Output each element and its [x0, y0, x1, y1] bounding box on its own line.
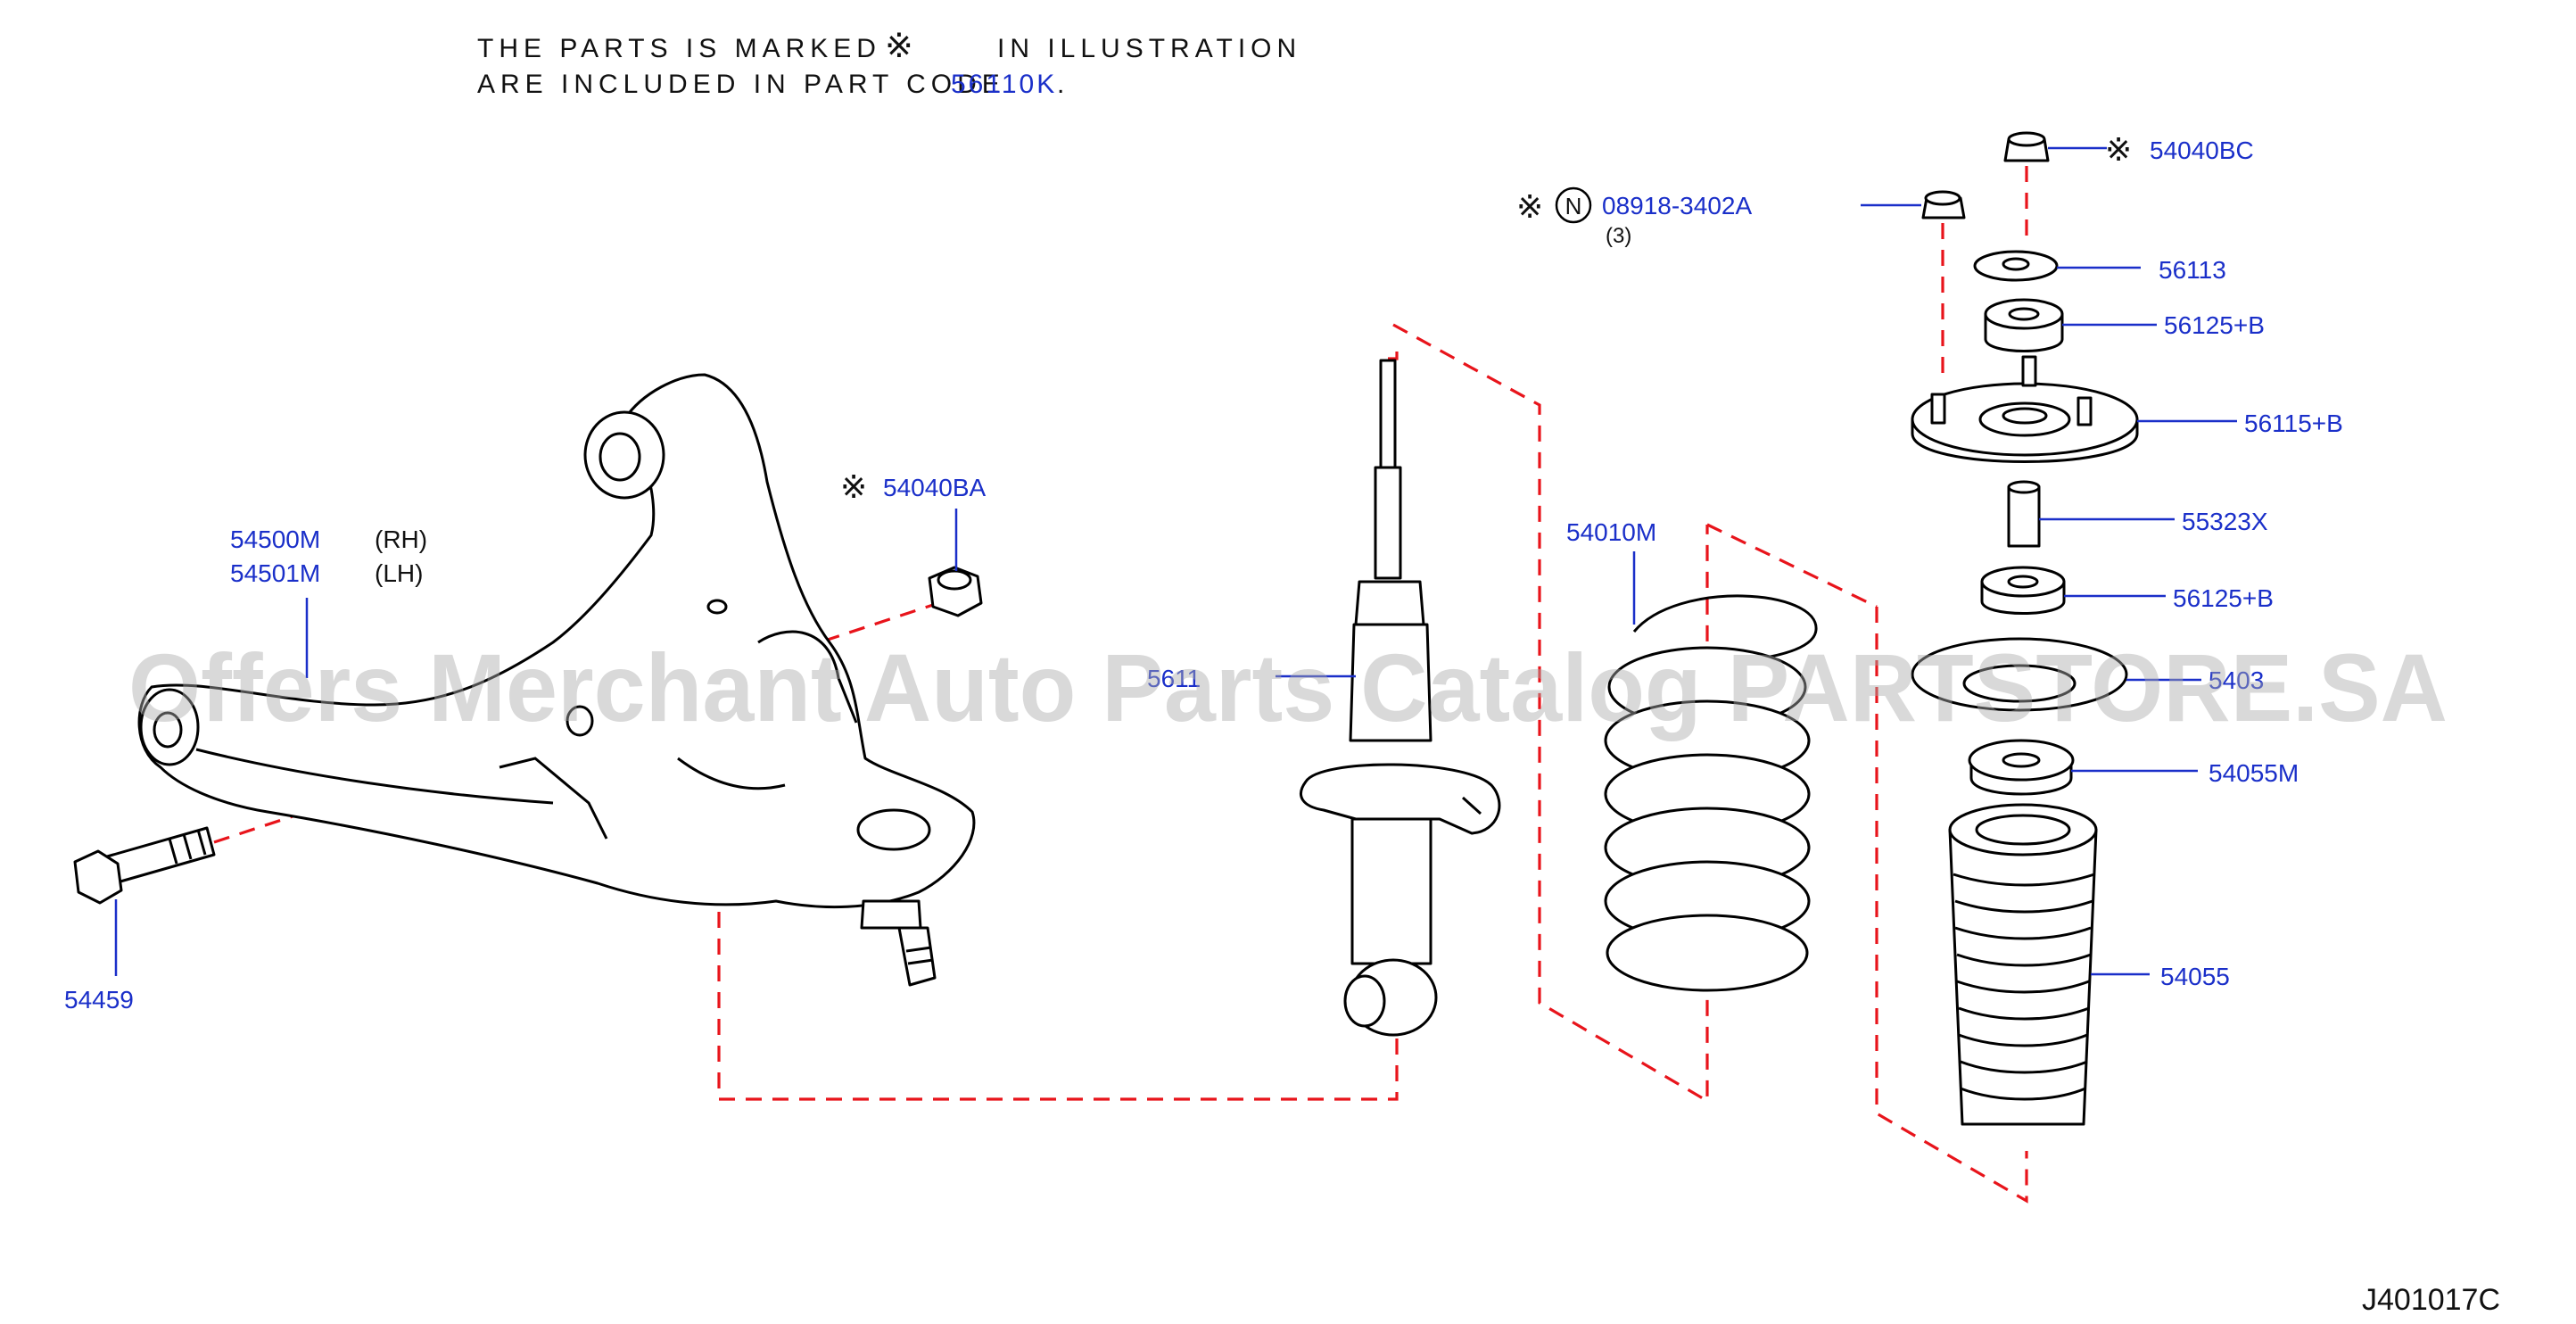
part-link-08918-3402A[interactable]: 08918-3402A	[1602, 192, 1752, 219]
nut-54040BA[interactable]	[928, 566, 983, 617]
dust-boot-body	[1948, 828, 2098, 1126]
control-arm-small-hole	[706, 599, 728, 615]
dust-boot-54055[interactable]	[1948, 803, 2098, 1126]
coil-spring[interactable]	[1604, 594, 1818, 992]
header-note: THE PARTS IS MARKED ※ IN ILLUSTRATION AR…	[477, 28, 1301, 99]
sleeve-55323X[interactable]	[2007, 480, 2041, 548]
ball-joint-stud	[897, 926, 937, 987]
insulator-inner	[1962, 664, 2076, 703]
dust-boot-pleats	[1953, 873, 2095, 1101]
bolt-thread	[168, 829, 207, 865]
shock-absorber[interactable]	[1300, 359, 1501, 1037]
washer-56113-hole	[2002, 257, 2030, 271]
bump-stop-hole	[2002, 752, 2041, 768]
bushing-top-hole	[2008, 307, 2040, 321]
part-link-54501M[interactable]: 54501M	[230, 559, 320, 587]
control-arm-rib-4	[677, 757, 786, 790]
dash-strut-top	[1388, 350, 1399, 360]
control-arm-rear-bushing-hole	[599, 432, 641, 482]
part-link-54040BC[interactable]: 54040BC	[2150, 137, 2254, 164]
ball-joint-cup	[856, 808, 931, 851]
bushing-56125B-top[interactable]	[1984, 298, 2064, 352]
part-link-56113[interactable]: 56113	[2159, 256, 2226, 284]
leader-lines	[114, 146, 2237, 976]
header-part-code-link[interactable]: 56110K	[951, 70, 1057, 99]
header-line2-start: ARE INCLUDED IN PART CODE	[477, 70, 1005, 99]
side-54500M: (RH)	[375, 525, 427, 553]
header-line2-period: .	[1057, 70, 1069, 99]
part-link-5403x[interactable]: 5403	[2209, 666, 2264, 694]
bushing-bottom-hole	[2007, 575, 2039, 589]
spring-coil-6	[1606, 914, 1809, 992]
watermark-text: Offers Merchant Auto Parts Catalog PARTS…	[128, 633, 2448, 741]
part-link-54010M[interactable]: 54010M	[1566, 518, 1656, 546]
mount-stud-right	[2076, 396, 2093, 426]
mount-stud-back	[2021, 355, 2037, 387]
strut-lower-eye-hole	[1343, 974, 1386, 1028]
mark-54040BA: ※	[840, 468, 867, 505]
control-arm-body	[137, 373, 976, 909]
mark-08918: ※	[1516, 188, 1543, 225]
bolt-shank	[105, 826, 216, 885]
ball-joint-thread	[905, 946, 934, 965]
nut-54040BC-top	[2007, 131, 2046, 147]
lower-control-arm[interactable]	[137, 373, 976, 987]
spring-seat	[1300, 763, 1501, 835]
bolt-54459[interactable]	[73, 826, 216, 905]
dash-arm-to-strut	[603, 625, 1399, 1101]
header-line1-start: THE PARTS IS MARKED	[477, 34, 881, 63]
sleeve-top	[2007, 480, 2041, 494]
qty-08918: (3)	[1606, 224, 1631, 248]
upper-mount-stack	[1911, 131, 2139, 1126]
part-link-55323X[interactable]: 55323X	[2182, 508, 2268, 535]
part-link-5611x[interactable]: 5611	[1147, 665, 1201, 692]
nut-54040BC[interactable]	[2003, 131, 2050, 162]
bushing-56125B-bottom[interactable]	[1980, 566, 2066, 615]
nut-08918-3402A[interactable]	[1921, 190, 1966, 219]
bolt-head	[73, 849, 123, 905]
part-link-54459[interactable]: 54459	[64, 986, 134, 1014]
mount-stud-left	[1930, 393, 1946, 425]
side-54501M: (LH)	[375, 559, 423, 587]
part-link-54040BA[interactable]: 54040BA	[883, 474, 987, 501]
circle-n-icon	[1555, 186, 1592, 224]
part-link-56115B[interactable]: 56115+B	[2244, 410, 2343, 437]
strut-rod-top	[1379, 359, 1397, 469]
strut-rod	[1374, 466, 1402, 580]
control-arm-rib-3	[757, 630, 858, 724]
part-labels: ※ 54040BC ※ N 08918-3402A (3) 56113 5612…	[64, 131, 2343, 1014]
diagram-code: J401017C	[2362, 1283, 2500, 1317]
insulator-5403x[interactable]	[1911, 637, 2128, 712]
part-link-54055[interactable]: 54055	[2160, 963, 2230, 990]
strut-dust-cap	[1354, 580, 1425, 626]
ball-joint-boot	[860, 899, 922, 930]
dust-boot-opening	[1975, 814, 2071, 846]
header-mark-symbol: ※	[885, 28, 913, 65]
washer-56113[interactable]	[1973, 250, 2059, 282]
mount-plate-56115B[interactable]	[1911, 355, 2139, 463]
dash-spring-to-boot	[1875, 607, 2028, 1204]
mark-54040BC: ※	[2105, 131, 2132, 168]
part-link-56125B-bottom[interactable]: 56125+B	[2173, 584, 2274, 612]
control-arm-rib-2	[499, 757, 608, 840]
spring-seat-tab	[1461, 796, 1482, 815]
header-line1-end: IN ILLUSTRATION	[997, 34, 1301, 63]
control-arm-mid-hole	[566, 705, 594, 737]
sleeve-body	[2007, 485, 2041, 548]
strut-upper-body	[1349, 623, 1432, 742]
nut-54040BA-bore	[937, 569, 972, 591]
part-link-56125B-top[interactable]: 56125+B	[2164, 311, 2265, 339]
mount-plate-hole	[2002, 407, 2048, 425]
nut-08918-top	[1924, 190, 1961, 206]
circle-n-letter: N	[1565, 193, 1582, 219]
control-arm-front-bushing-hole	[153, 711, 183, 749]
bump-stop-54055M[interactable]	[1968, 739, 2075, 796]
control-arm-rib-1	[195, 748, 554, 805]
strut-lower-body	[1350, 817, 1432, 965]
part-link-54055M[interactable]: 54055M	[2209, 759, 2299, 787]
part-link-54500M[interactable]: 54500M	[230, 525, 320, 553]
dash-spring-top	[1706, 523, 1878, 608]
